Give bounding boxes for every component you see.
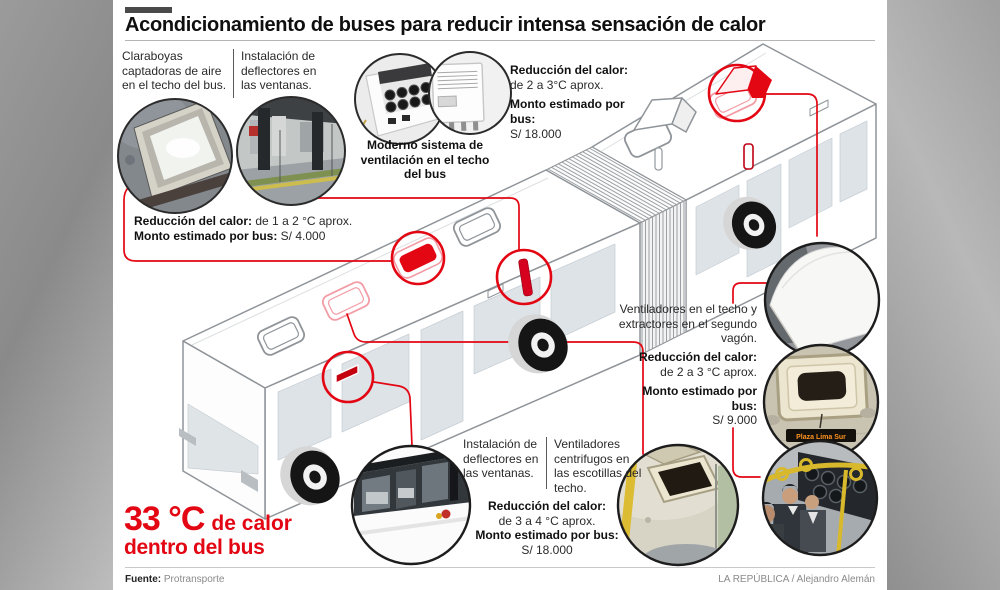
front-detail xyxy=(179,428,196,446)
circle-red-hatch xyxy=(707,63,767,123)
roof-hatch-red xyxy=(393,237,443,279)
value-reduccion: de 3 a 4 °C aprox. xyxy=(498,513,596,528)
connector-claraboya xyxy=(123,184,392,262)
label-monto: Monto estimado por bus: xyxy=(475,528,619,543)
circle-red-roof-hatch xyxy=(390,230,446,286)
value-reduccion: de 1 a 2 °C aprox. xyxy=(255,214,353,228)
callout-claraboyas-stats: Reducción del calor: de 1 a 2 °C aprox. … xyxy=(134,214,404,243)
connector-red-hatch xyxy=(765,93,818,237)
photo-roof-flap xyxy=(763,241,881,359)
photo-vent-unit-2 xyxy=(428,51,512,135)
rear-deflector-bar xyxy=(743,143,754,170)
window-deflector-small xyxy=(335,364,359,384)
photo-bus-interior-passengers xyxy=(761,439,879,557)
callout-segundo-vagon: Ventiladores en el techo y extractores e… xyxy=(617,302,757,428)
credit: LA REPÚBLICA / Alejandro Alemán xyxy=(718,574,875,585)
temperature-caption-2: dentro del bus xyxy=(124,536,265,559)
callout-bottom-stats: Reducción del calor: de 3 a 4 °C aprox. … xyxy=(452,499,642,558)
connector-right-top xyxy=(732,282,767,304)
callout-bottom-ventiladores: Ventiladores centrifugos en las escotill… xyxy=(554,437,642,495)
label-monto: Monto estimado por bus: xyxy=(510,97,625,126)
divider-bottom xyxy=(546,437,547,489)
roof-hatch-gray-2 xyxy=(452,207,502,247)
highlight-circles xyxy=(321,63,767,404)
label-reduccion: Reducción del calor: xyxy=(487,499,607,513)
value-reduccion: de 2 a 3 °C aprox. xyxy=(660,364,757,379)
connector-right-bottom xyxy=(732,427,761,478)
label-reduccion: Reducción del calor: xyxy=(134,214,253,228)
front-wheel xyxy=(280,446,340,506)
roof-hatch-pink xyxy=(321,281,371,321)
led-sign-text: Plaza Lima Sur xyxy=(796,434,846,441)
photo-interior-roof-hatch xyxy=(616,443,740,567)
label-monto: Monto estimado por bus: xyxy=(134,228,278,243)
label-reduccion: Reducción del calor: xyxy=(510,63,629,77)
kicker-bar xyxy=(125,7,172,13)
callout-claraboyas: Claraboyas captadoras de aire en el tech… xyxy=(122,49,227,93)
front-detail xyxy=(241,470,258,492)
temperature-highlight: 33 °C de calor dentro del bus xyxy=(124,500,292,560)
label-reduccion: Reducción del calor: xyxy=(638,349,757,364)
window-deflector-bar xyxy=(518,258,533,297)
connector-deflector-top xyxy=(311,197,520,250)
photo-claraboya xyxy=(117,98,233,214)
title-rule xyxy=(125,40,875,41)
photo-ceiling-vent: Plaza Lima Sur xyxy=(762,343,880,461)
source: Fuente: Protransporte xyxy=(125,574,224,585)
rear-vent xyxy=(654,147,663,171)
callout-vent-top-stats: Reducción del calor: de 2 a 3°C aprox. M… xyxy=(510,63,640,141)
roof-hatch-gray-1 xyxy=(256,316,306,356)
page-title: Acondicionamiento de buses para reducir … xyxy=(125,14,766,36)
wheels xyxy=(280,196,777,506)
circle-deflector-small xyxy=(321,350,375,404)
accordion-bellows xyxy=(547,148,685,354)
open-hatch-white xyxy=(623,97,697,158)
photo-deflector-window xyxy=(236,96,346,206)
value-monto: S/ 9.000 xyxy=(712,413,757,428)
value-monto: S/ 18.000 xyxy=(510,126,562,141)
connector-escotilla xyxy=(346,313,644,455)
value-monto: S/ 18.000 xyxy=(521,542,573,557)
value-monto: S/ 4.000 xyxy=(280,228,326,243)
red-connectors xyxy=(123,93,818,478)
temperature-value: 33 °C xyxy=(124,500,205,538)
temperature-caption-1: de calor xyxy=(211,512,292,535)
right-gray-bar xyxy=(887,0,1000,590)
middle-wheel xyxy=(508,314,568,374)
destination-sign-box xyxy=(809,99,829,117)
connector-deflector-bottom xyxy=(373,381,413,447)
value-reduccion: de 2 a 3°C aprox. xyxy=(510,77,604,92)
callout-sistema-ventilacion: Moderno sistema de ventilación en el tec… xyxy=(360,138,490,182)
callout-deflectores: Instalación de deflectores en las ventan… xyxy=(241,49,317,93)
divider-top-left xyxy=(233,49,234,98)
label-monto: Monto estimado por bus: xyxy=(642,384,757,413)
windshield xyxy=(187,403,259,475)
rear-wheel xyxy=(723,196,777,250)
callout-bottom-deflectores: Instalación de deflectores en las ventan… xyxy=(463,437,539,481)
left-gray-bar xyxy=(0,0,113,590)
segundo-vagon-desc: Ventiladores en el techo y extractores e… xyxy=(618,302,757,346)
source-label: Fuente: xyxy=(125,574,162,585)
footer-rule xyxy=(125,567,875,568)
circle-deflector-bar xyxy=(495,248,553,306)
source-value: Protransporte xyxy=(163,574,225,585)
